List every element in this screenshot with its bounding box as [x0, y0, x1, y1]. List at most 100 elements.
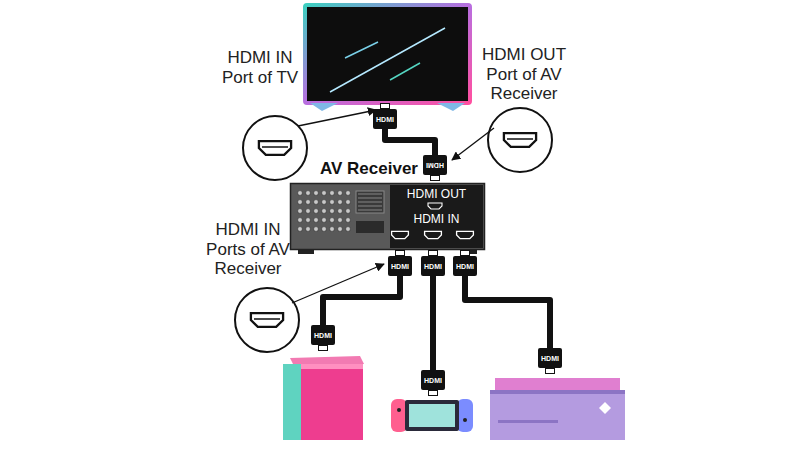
receiver-body: [291, 184, 485, 250]
game-console-right: [490, 378, 625, 440]
receiver-body: [346, 200, 351, 205]
receiver-body: [358, 210, 382, 211]
handheld-console: [391, 399, 407, 432]
av-receiver: AV ReceiverHDMI OUTHDMI IN: [290, 183, 485, 250]
tv: [345, 42, 378, 58]
plug-label: HDMI: [424, 377, 442, 384]
receiver-body: [338, 227, 343, 232]
callout-circles: [251, 313, 283, 327]
receiver-body: [346, 218, 351, 223]
tv: [437, 103, 465, 111]
callout-label: HDMI OUT Port of AV Receiver: [474, 45, 574, 104]
device-name: AV Receiver: [320, 159, 418, 179]
handheld-console: [391, 399, 473, 432]
tv: [310, 103, 338, 111]
receiver-body: [338, 209, 343, 214]
hdmi-plug: HDMI: [421, 370, 445, 390]
plug-label: HDMI: [541, 355, 559, 362]
game-console-left: [301, 364, 363, 369]
callout-circles: [504, 133, 536, 147]
receiver-body: [306, 209, 311, 214]
receiver-body: [306, 227, 311, 232]
plug-tip: [428, 250, 438, 256]
plug-tip: [380, 103, 390, 109]
handheld-console: [397, 408, 401, 412]
receiver-body: [425, 231, 442, 238]
receiver-body: [314, 200, 319, 205]
receiver-body: [428, 203, 442, 209]
callout-circles: [507, 138, 533, 140]
callout-circles: [235, 288, 299, 352]
receiver-body: [346, 227, 351, 232]
callout-circles: [235, 108, 552, 352]
hdmi-plug: HDMI: [311, 325, 335, 345]
receiver-body: [298, 209, 303, 214]
receiver-body: [298, 250, 314, 254]
receiver-body: [306, 191, 311, 196]
hdmi-cable: [385, 129, 435, 155]
hdmi-plug: HDMI: [388, 256, 412, 276]
receiver-body: [298, 227, 303, 232]
leader-lines: [298, 110, 376, 126]
receiver-body: [338, 191, 343, 196]
receiver-body: [314, 191, 319, 196]
tv: [305, 5, 470, 103]
callout-label: HDMI IN Ports of AV Receiver: [200, 220, 296, 279]
handheld-console: [457, 399, 473, 432]
receiver-body: [346, 209, 351, 214]
plug-label: HDMI: [314, 332, 332, 339]
callout-circles: [259, 141, 291, 155]
port-label: HDMI IN: [390, 212, 483, 226]
receiver-body: [314, 218, 319, 223]
handheld-console: [405, 400, 459, 431]
game-console-left: [283, 364, 303, 440]
receiver-body: [358, 198, 382, 199]
callout-circles: [254, 318, 280, 320]
hdmi-cable: [430, 276, 436, 370]
receiver-body: [298, 200, 303, 205]
receiver-body: [392, 231, 409, 238]
hdmi-plug: HDMI: [538, 348, 562, 368]
hdmi-cable: [323, 276, 400, 325]
receiver-body: [330, 218, 335, 223]
receiver-body: [346, 191, 351, 196]
receiver-body: [457, 231, 474, 238]
receiver-body: [358, 206, 382, 207]
game-console-left: [301, 364, 363, 440]
receiver-body: [338, 200, 343, 205]
receiver-body: [306, 218, 311, 223]
plug-tip: [460, 250, 470, 256]
receiver-body: [298, 191, 303, 196]
hdmi-plug: HDMI: [421, 256, 445, 276]
handheld-console: [463, 418, 467, 422]
callout-circles: [243, 116, 307, 180]
receiver-body: [330, 191, 335, 196]
hdmi-cable: [465, 276, 550, 348]
receiver-body: [330, 209, 335, 214]
plug-label: HDMI: [376, 116, 394, 123]
receiver-body: [322, 200, 327, 205]
tv: [390, 63, 420, 80]
plug-label: HDMI: [456, 263, 474, 270]
receiver-body: [322, 218, 327, 223]
callout-circles: [488, 108, 552, 172]
game-console-right: [599, 402, 611, 414]
receiver-body: [314, 209, 319, 214]
receiver-body: [338, 218, 343, 223]
game-console-right: [490, 390, 625, 440]
hdmi-plug: HDMI: [423, 155, 447, 175]
game-console-left: [283, 356, 364, 440]
tv: [330, 28, 445, 92]
plug-tip: [430, 175, 440, 181]
tv: [305, 5, 470, 111]
receiver-body: [298, 218, 303, 223]
plug-label: HDMI: [424, 263, 442, 270]
receiver-body: [356, 221, 384, 233]
hdmi-plug: HDMI: [373, 109, 397, 129]
receiver-body: [356, 191, 384, 213]
receiver-body: [330, 200, 335, 205]
plug-tip: [395, 250, 405, 256]
game-console-right: [498, 420, 558, 423]
handheld-console: [409, 404, 455, 427]
